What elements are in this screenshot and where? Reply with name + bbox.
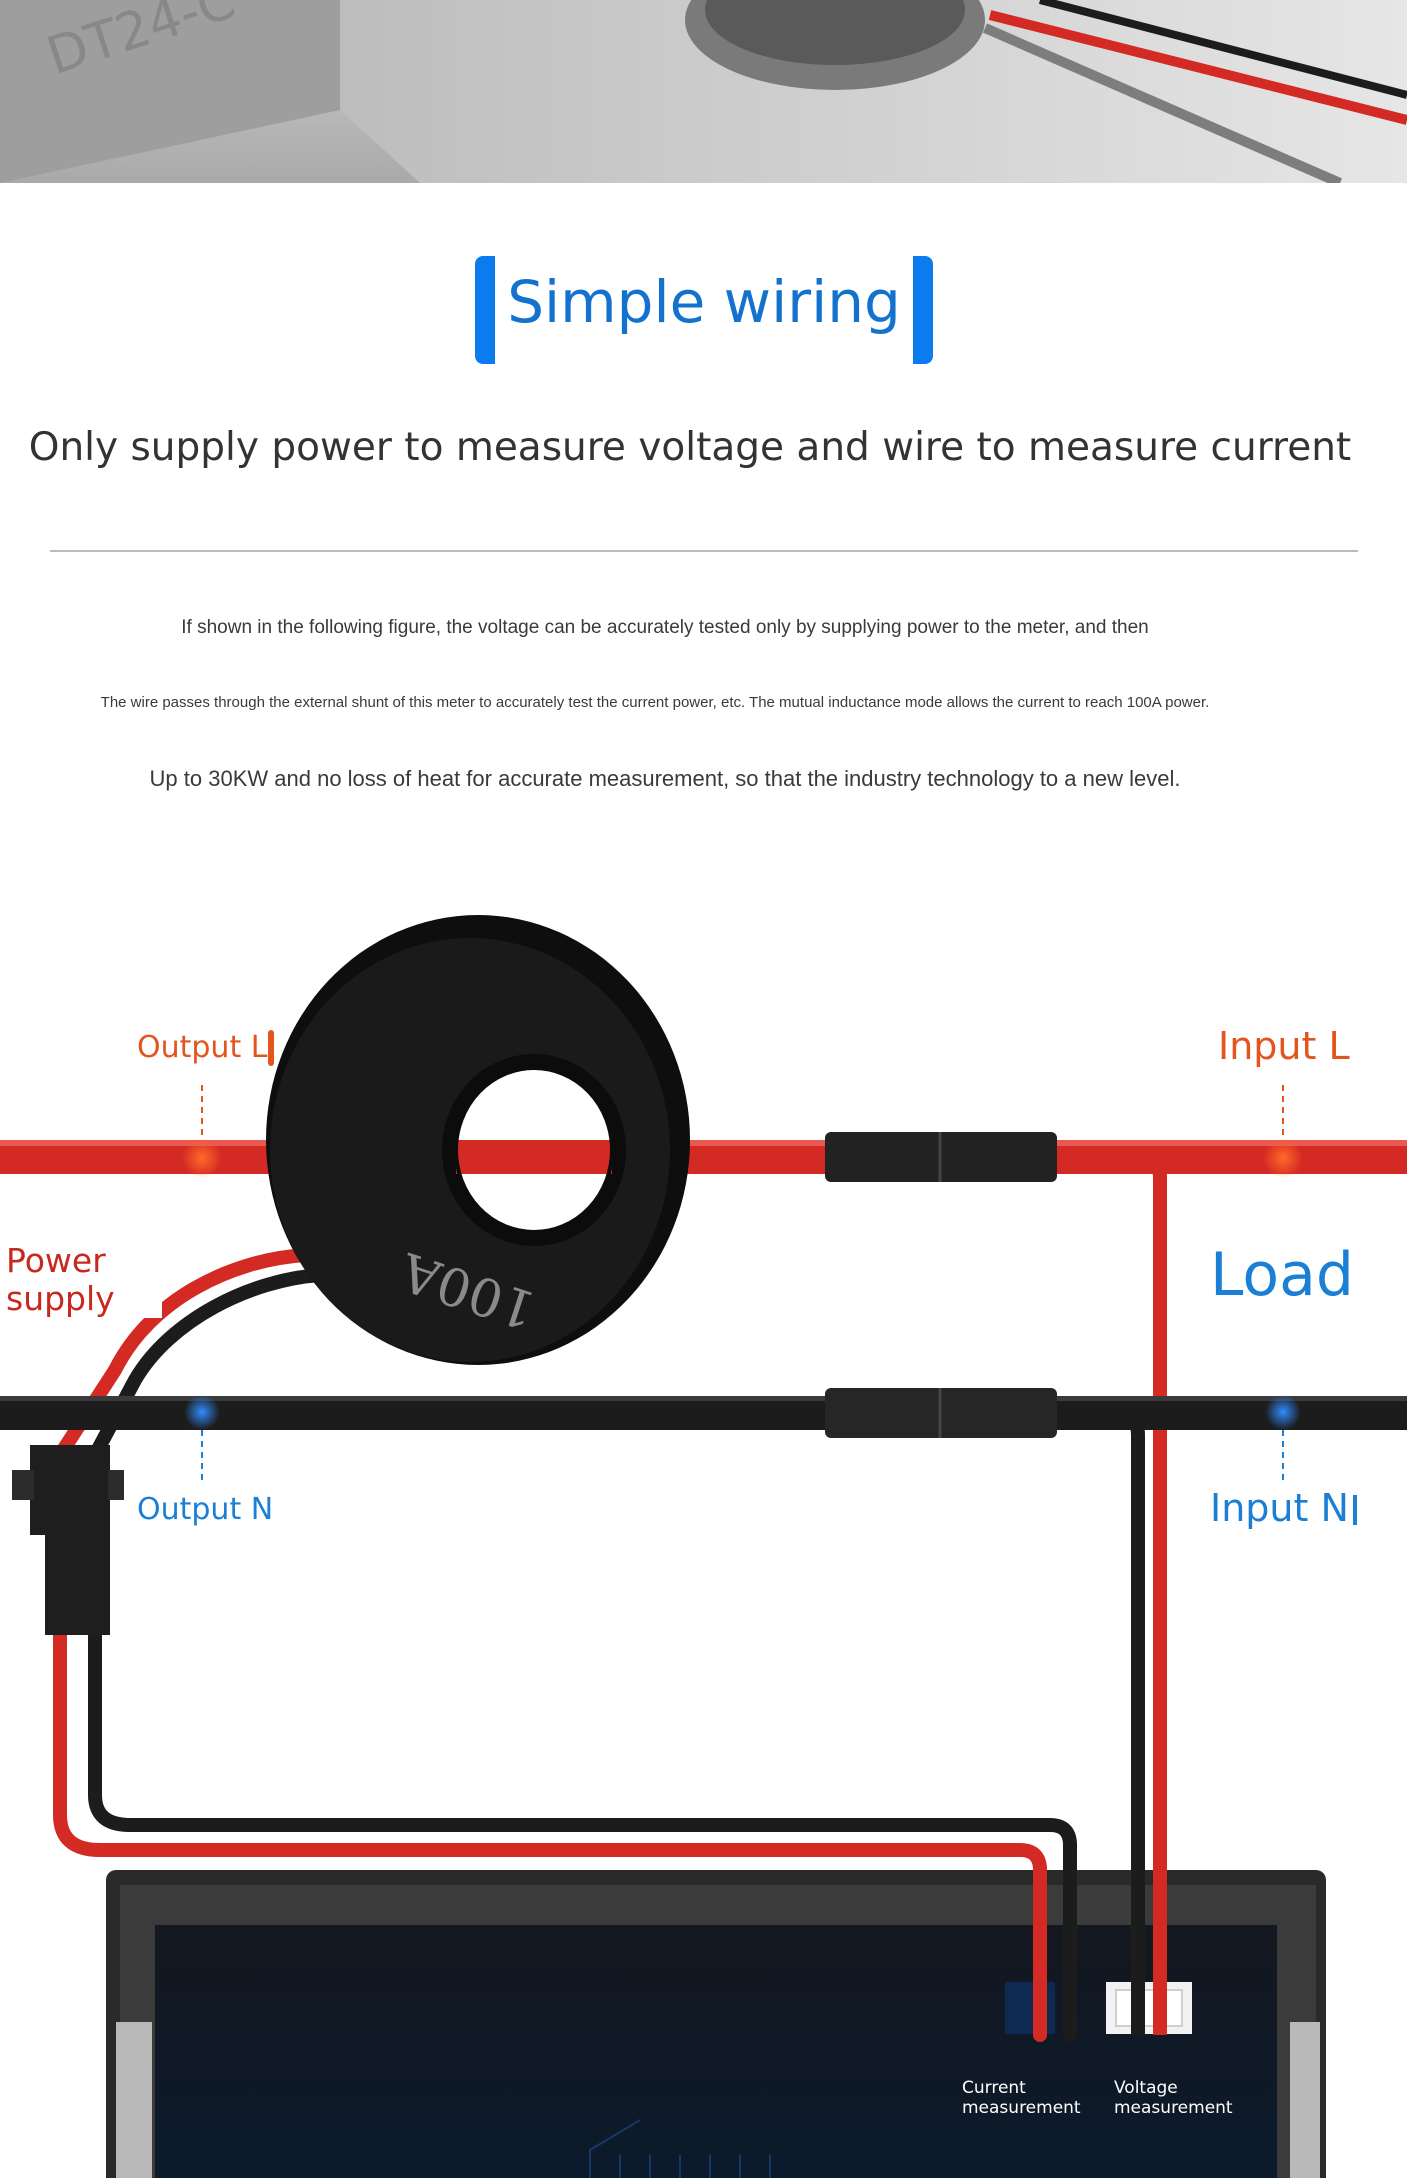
meter-body [106, 1870, 1326, 2182]
label-output-n: Output N [137, 1492, 274, 1527]
wiring-diagram-svg [0, 915, 1407, 2182]
label-voltage-measurement-line2: measurement [1114, 2098, 1233, 2118]
input-n-marker [1265, 1394, 1301, 1430]
paragraph-1: If shown in the following figure, the vo… [181, 617, 1149, 638]
neutral-wire [0, 1396, 1407, 1430]
subtitle: Only supply power to measure voltage and… [28, 425, 1352, 470]
heading-bracket-right [913, 256, 933, 364]
label-current-measurement-line1: Current [962, 2078, 1026, 2098]
output-n-marker [184, 1394, 220, 1430]
label-load: Load [1210, 1240, 1354, 1310]
current-transformer [266, 915, 690, 1365]
label-input-l: Input L [1218, 1024, 1350, 1068]
wiring-diagram: 100A Output L Input L Power supply Load … [0, 900, 1407, 2182]
paragraph-3: Up to 30KW and no loss of heat for accur… [149, 766, 1181, 791]
product-photo-top: DT24-C [0, 0, 1407, 183]
power-supply-cable [53, 1248, 1077, 2042]
label-voltage-measurement-line1: Voltage [1114, 2078, 1178, 2098]
section-heading: Simple wiring [475, 256, 933, 364]
label-current-measurement-line2: measurement [962, 2098, 1081, 2118]
label-current-measurement: Current measurement [962, 2078, 1081, 2118]
heading-title: Simple wiring [507, 268, 901, 336]
output-l-marker [182, 1138, 222, 1178]
label-power-supply-line2: supply [6, 1279, 115, 1318]
paragraph-2: The wire passes through the external shu… [100, 694, 1210, 711]
label-power-supply: Power supply [6, 1242, 162, 1318]
power-connector [12, 1445, 124, 1635]
label-input-n: Input N [1210, 1486, 1349, 1530]
current-connector [1005, 1982, 1055, 2034]
label-voltage-measurement: Voltage measurement [1114, 2078, 1233, 2118]
divider [50, 550, 1358, 552]
label-output-l: Output L [137, 1030, 268, 1065]
input-l-marker [1263, 1138, 1303, 1178]
label-power-supply-line1: Power [6, 1241, 106, 1280]
heading-bracket-left [475, 256, 495, 364]
